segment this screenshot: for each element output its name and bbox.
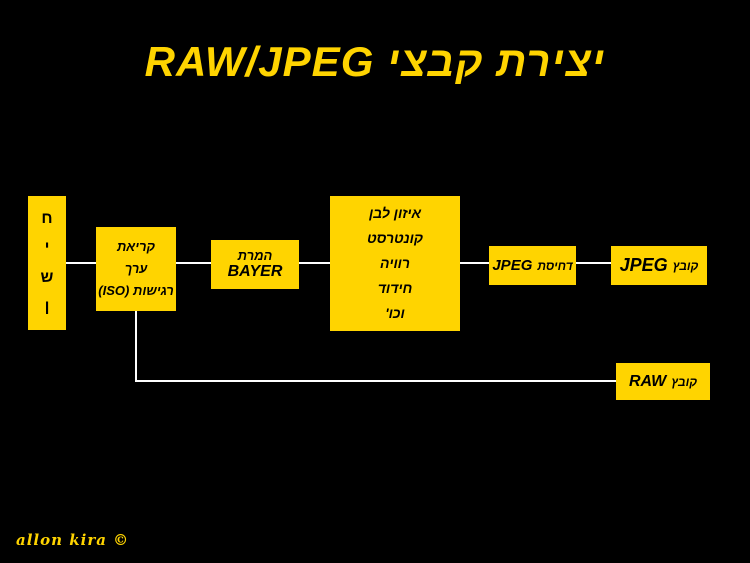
jpeg-compression-label-he: דחיסת [537,258,573,273]
iso-read-line: קריאת [116,239,156,254]
processing-line: קונטרסט [366,230,424,246]
jpeg-compression-box: דחיסת JPEG [489,246,576,285]
connector-processing-jpegcomp [460,262,489,264]
raw-file-box: קובץ RAW [616,363,710,400]
raw-file-label-en: RAW [628,372,667,390]
sensor-letter: ן [44,298,50,316]
sensor-letter: י [44,239,50,257]
bayer-convert-box: המרת BAYER [211,240,299,289]
connector-jpegcomp-jpegfile [576,262,611,264]
iso-read-box: קריאת ערך רגישות (ISO) [96,227,176,311]
jpeg-file-label-he: קובץ [672,258,699,273]
iso-read-line: ערך [124,261,148,276]
iso-read-line: רגישות (ISO) [98,283,174,298]
jpeg-file-box: קובץ JPEG [611,246,707,285]
processing-line: חידוד [377,280,413,296]
connector-bayer-processing [299,262,330,264]
connector-sensor-iso [66,262,96,264]
processing-line: איזון לבן [368,205,422,221]
author-credit: allon kira © [16,531,130,549]
connector-iso-raw-vertical [135,311,137,381]
bayer-label-he: המרת [237,248,273,263]
processing-box: איזון לבן קונטרסט רוויה חידוד וכו' [330,196,460,331]
sensor-letter: ש [40,268,54,286]
jpeg-compression-label-en: JPEG [492,257,533,274]
bayer-label-en: BAYER [227,263,283,280]
page-title: יצירת קבצי RAW/JPEG [144,38,606,85]
connector-iso-bayer [176,262,211,264]
jpeg-file-label-en: JPEG [619,255,668,275]
connector-iso-raw-horizontal [135,380,616,382]
raw-file-label-he: קובץ [671,374,698,389]
processing-line: וכו' [385,305,405,321]
sensor-letter: ח [41,209,53,227]
processing-line: רוויה [380,255,410,271]
sensor-box: ח י ש ן [28,196,66,330]
